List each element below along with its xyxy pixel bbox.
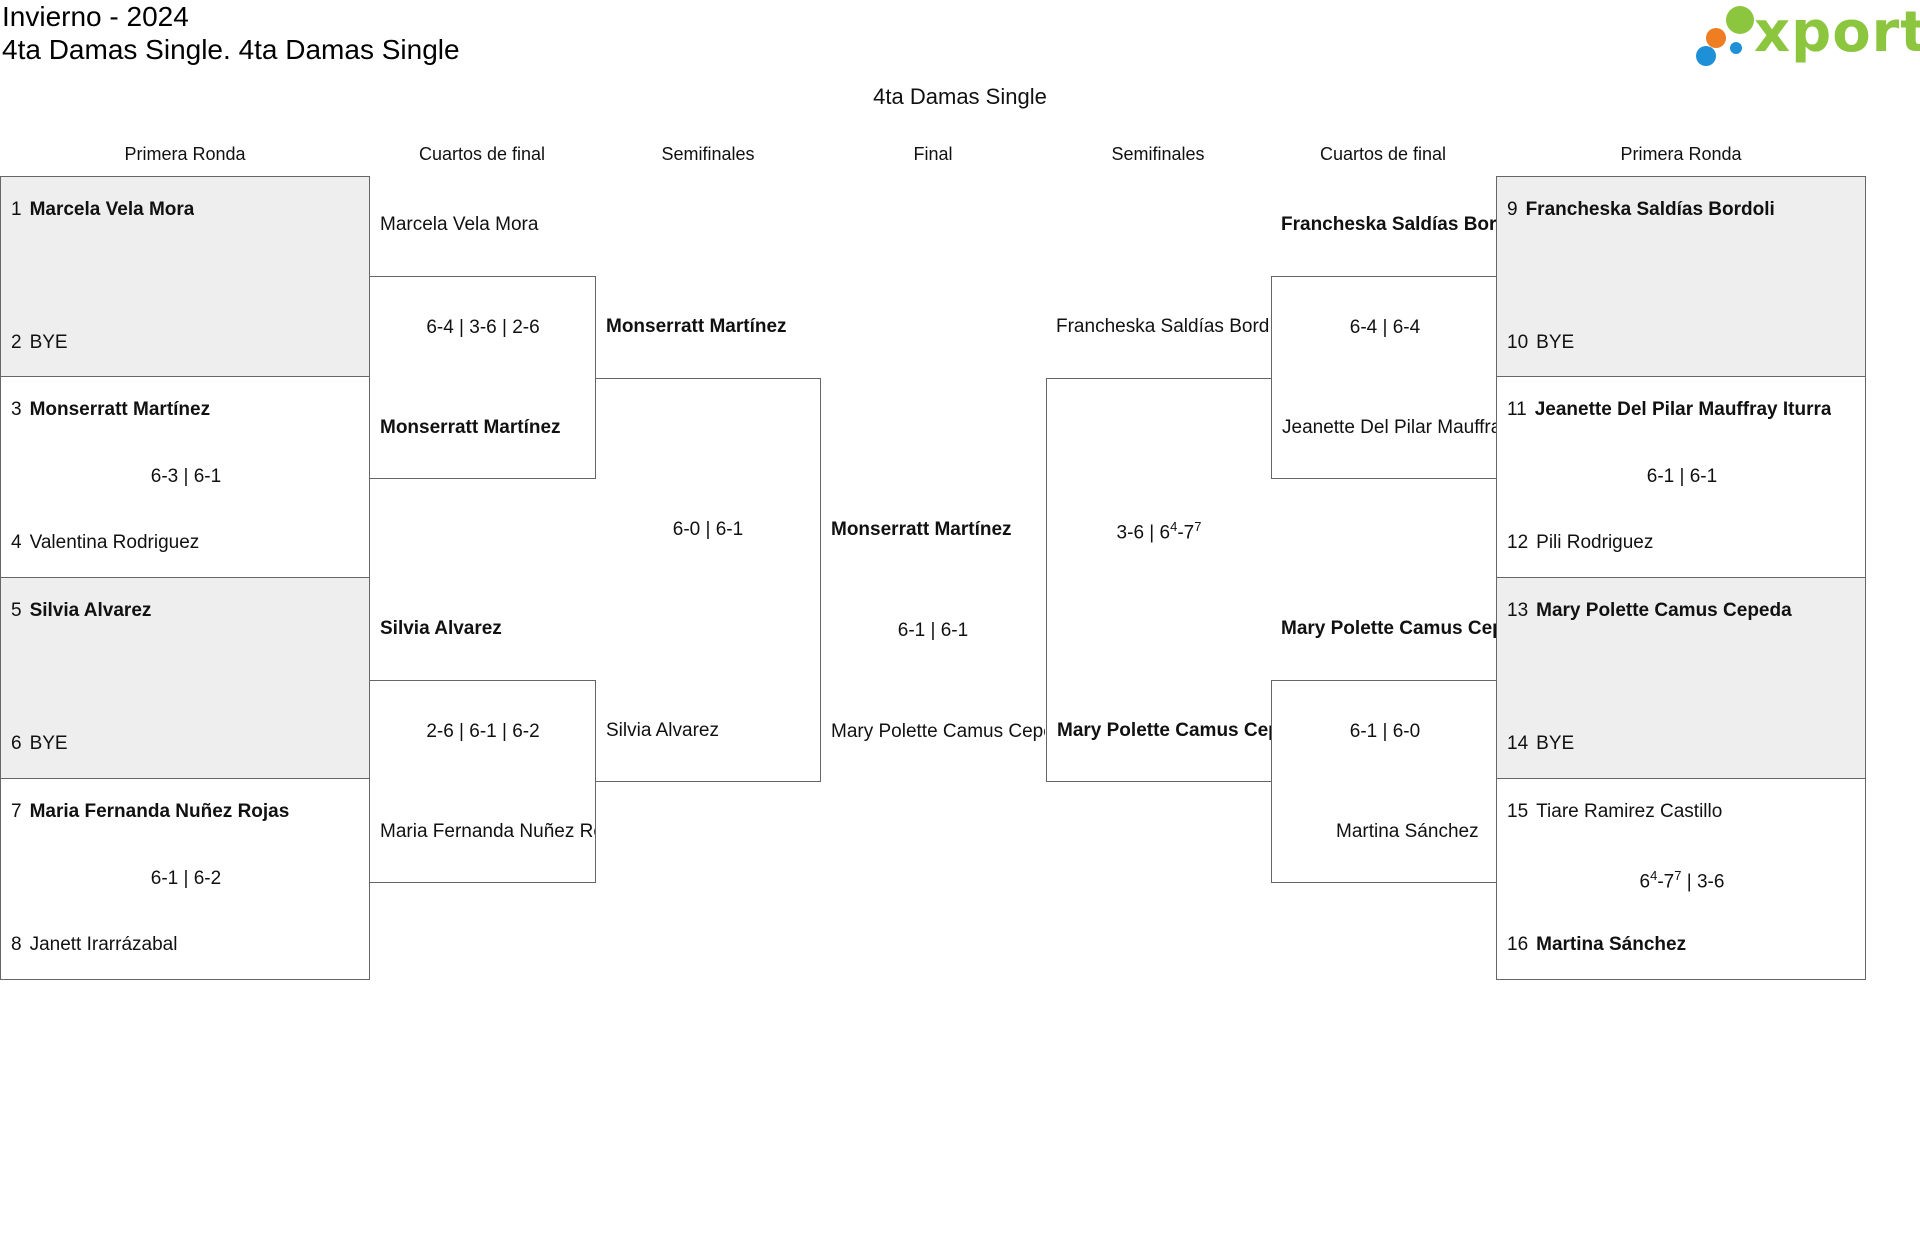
final-player-winner[interactable]: Monserratt Martínez	[831, 519, 1012, 540]
round-label-left-quarters: Cuartos de final	[418, 144, 546, 164]
match-score: 6-3 | 6-1	[150, 466, 222, 487]
player-name[interactable]: Silvia Alvarez	[380, 618, 502, 639]
match-score: 6-1 | 6-2	[150, 868, 222, 889]
match-qf-2: 2-6 | 6-1 | 6-2 Maria Fernanda Nuñez Roj…	[370, 680, 596, 883]
match-sf-2: 3-6 | 64-77 Mary Polette Camus Cepeda	[1046, 378, 1271, 782]
logo-dot-blue-small	[1730, 42, 1742, 54]
player-name[interactable]: Silvia Alvarez	[606, 720, 719, 741]
match-score: 3-6 | 64-77	[1116, 519, 1202, 544]
round-label-left-first: Primera Ronda	[124, 144, 246, 164]
logo-dot-orange	[1706, 28, 1726, 48]
player-name[interactable]: Mary Polette Camus Cepeda	[1057, 720, 1271, 741]
match-score: 6-4 | 3-6 | 2-6	[426, 317, 540, 338]
category-title: 4ta Damas Single. 4ta Damas Single	[2, 34, 460, 65]
player-name[interactable]: Francheska Saldías Bordoli	[1056, 316, 1270, 337]
logo-wordmark: xporty	[1754, 0, 1920, 65]
player-name[interactable]: Jeanette Del Pilar Mauffray Iturra	[1282, 417, 1497, 438]
season-title: Invierno - 2024	[2, 1, 189, 32]
player-name[interactable]: Mary Polette Camus Cepeda	[1281, 618, 1496, 639]
match-score: 2-6 | 6-1 | 6-2	[426, 721, 540, 742]
bracket-title: 4ta Damas Single	[873, 84, 1047, 109]
match-score: 6-4 | 6-4	[1349, 317, 1421, 338]
match-score: 6-1 | 6-0	[1349, 721, 1421, 742]
match-qf-4: 6-1 | 6-0 Martina Sánchez	[1271, 680, 1497, 883]
round-label-final: Final	[913, 144, 953, 164]
logo-dot-blue-large	[1696, 46, 1716, 66]
player-name[interactable]: Maria Fernanda Nuñez Rojas	[380, 821, 595, 842]
match-score: 6-0 | 6-1	[672, 519, 744, 540]
match-qf-1: 6-4 | 3-6 | 2-6 Monserratt Martínez	[370, 276, 596, 479]
logo-dot-green	[1726, 6, 1754, 34]
player-name[interactable]: Monserratt Martínez	[606, 316, 787, 337]
round-label-right-semis: Semifinales	[1111, 144, 1205, 164]
player-name[interactable]: Francheska Saldías Bordoli	[1281, 214, 1496, 235]
final-player-runnerup[interactable]: Mary Polette Camus Cepeda	[831, 721, 1045, 742]
match-score: 64-77 | 3-6	[1639, 868, 1725, 893]
round-label-left-semis: Semifinales	[661, 144, 755, 164]
round-label-right-quarters: Cuartos de final	[1319, 144, 1447, 164]
round-label-right-first: Primera Ronda	[1620, 144, 1742, 164]
match-sf-1: 6-0 | 6-1 Silvia Alvarez	[596, 378, 821, 782]
player-name[interactable]: Martina Sánchez	[1336, 821, 1479, 842]
match-qf-3: 6-4 | 6-4 Jeanette Del Pilar Mauffray It…	[1271, 276, 1497, 479]
final-score: 6-1 | 6-1	[897, 620, 969, 641]
match-score: 6-1 | 6-1	[1646, 466, 1718, 487]
xporty-logo: xporty	[1690, 0, 1920, 66]
player-name[interactable]: Marcela Vela Mora	[380, 214, 539, 235]
player-name[interactable]: Monserratt Martínez	[380, 417, 561, 438]
